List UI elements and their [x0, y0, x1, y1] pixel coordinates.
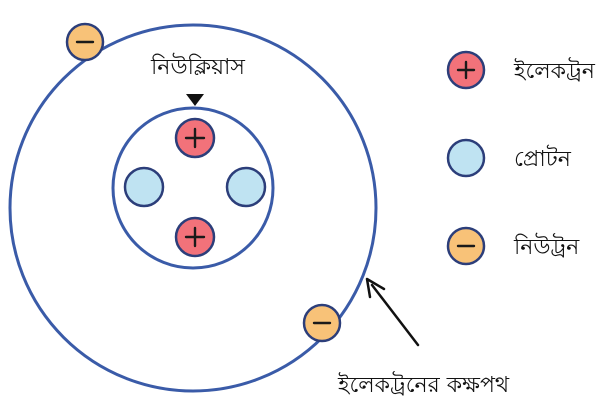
legend-item-positive: ইলেকট্রন — [446, 50, 596, 90]
orbit-electron-bottom-right — [302, 303, 342, 343]
nucleus-proton-bottom — [174, 216, 216, 258]
nucleus-neutron-left — [123, 166, 165, 208]
nucleus-pointer-icon — [186, 94, 204, 106]
legend: ইলেকট্রন প্রোটন নিউট্রন — [446, 50, 596, 266]
nucleus-proton-top — [174, 117, 216, 159]
nucleus-label: নিউক্লিয়াস — [150, 53, 245, 80]
legend-label: ইলেকট্রন — [513, 57, 596, 84]
legend-item-negative: নিউট্রন — [446, 226, 580, 266]
legend-label: নিউট্রন — [513, 233, 580, 260]
legend-item-neutral: প্রোটন — [446, 138, 572, 178]
electron-orbit — [8, 23, 378, 393]
nucleus-neutron-right — [225, 166, 267, 208]
legend-label: প্রোটন — [514, 145, 572, 172]
nucleus-ring — [111, 106, 275, 270]
legend-neutral-icon — [446, 138, 486, 178]
orbit-electron-top-left — [65, 22, 105, 62]
orbit-arrow-icon — [365, 277, 420, 347]
orbit-label: ইলেকট্রনের কক্ষপথ — [337, 371, 510, 398]
